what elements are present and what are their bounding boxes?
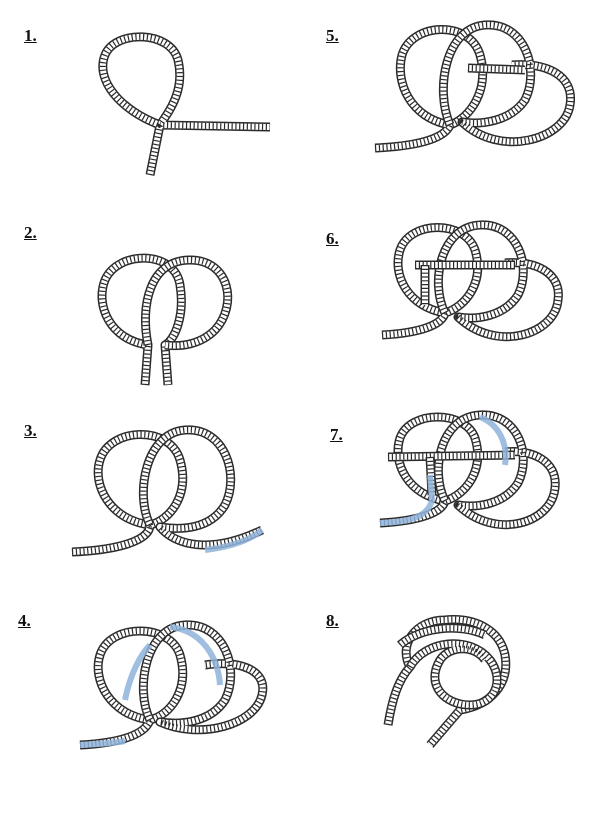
rope-right-loop bbox=[141, 255, 233, 351]
step-7: 7. bbox=[300, 405, 600, 605]
rope-core bbox=[99, 33, 271, 176]
highlighted-rope-segment bbox=[122, 642, 153, 701]
rope-twist bbox=[142, 257, 231, 349]
step-label: 1. bbox=[24, 26, 37, 45]
step-label: 8. bbox=[326, 611, 339, 630]
rope-core bbox=[387, 452, 516, 460]
step-6: 6. bbox=[300, 205, 600, 405]
rope-core bbox=[435, 221, 562, 340]
rope-loops bbox=[71, 425, 264, 557]
step-label: 7. bbox=[330, 425, 343, 444]
rope-twist bbox=[407, 640, 501, 708]
step-5: 5. bbox=[300, 0, 600, 200]
highlighted-rope-segment bbox=[478, 414, 509, 466]
rope-twist bbox=[79, 628, 186, 748]
rope-drawing bbox=[383, 615, 511, 748]
rope-core bbox=[440, 21, 574, 145]
rope-outline bbox=[434, 220, 563, 342]
rope-loops bbox=[379, 410, 560, 530]
rope-twist bbox=[99, 33, 271, 176]
rope-core bbox=[467, 65, 526, 73]
step-4: 4. bbox=[0, 605, 300, 805]
rope-twist bbox=[397, 625, 487, 648]
rope-twist bbox=[440, 21, 574, 145]
rope-twist bbox=[381, 224, 481, 338]
step-1: 1. bbox=[0, 0, 300, 200]
rope-loops bbox=[374, 20, 575, 153]
rope-loops bbox=[381, 220, 563, 342]
rope-drawing bbox=[98, 32, 271, 176]
rope-drawing bbox=[379, 410, 560, 530]
rope-core bbox=[71, 431, 186, 555]
rope-loops bbox=[79, 620, 268, 750]
step-8: 8. bbox=[300, 605, 600, 805]
step-label: 6. bbox=[326, 229, 339, 248]
step-label: 3. bbox=[24, 421, 37, 440]
rope-drawing bbox=[381, 220, 563, 342]
rope-twist bbox=[374, 26, 486, 151]
rope-twist bbox=[435, 411, 559, 528]
rope-drawing bbox=[374, 20, 575, 153]
highlighted-rope-segment bbox=[79, 738, 126, 748]
rope-drawing bbox=[71, 425, 264, 557]
step-2: 2. bbox=[0, 205, 300, 405]
rope-drawing bbox=[79, 620, 268, 750]
rope-left-loop bbox=[97, 253, 186, 386]
rope-drawing bbox=[97, 253, 233, 386]
highlighted-rope-segment bbox=[169, 624, 223, 686]
highlighted-rope-segment bbox=[204, 527, 264, 553]
step-3: 3. bbox=[0, 405, 300, 605]
step-label: 4. bbox=[18, 611, 31, 630]
rope-core bbox=[99, 255, 185, 386]
rope-loop bbox=[98, 32, 271, 176]
rope-twist bbox=[140, 621, 266, 733]
rope-twist bbox=[379, 414, 481, 526]
step-label: 2. bbox=[24, 223, 37, 242]
rope-finished-knot bbox=[383, 615, 511, 748]
highlighted-rope-segment bbox=[379, 474, 436, 526]
rope-twist bbox=[140, 426, 264, 548]
step-label: 5. bbox=[326, 26, 339, 45]
